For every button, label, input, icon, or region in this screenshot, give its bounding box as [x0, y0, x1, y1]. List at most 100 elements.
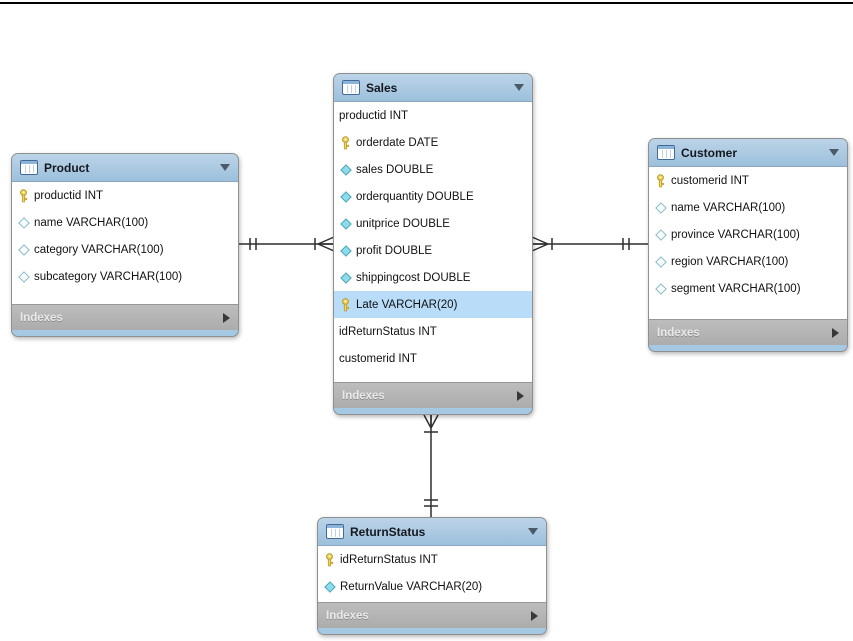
top-border-line — [0, 2, 853, 4]
field-row[interactable]: customerid INT — [334, 345, 532, 372]
key-icon — [654, 173, 667, 188]
table-icon — [657, 145, 675, 160]
field-row[interactable]: province VARCHAR(100) — [649, 221, 847, 248]
field-label: orderdate DATE — [356, 136, 439, 149]
diamond-filled-icon — [323, 580, 336, 593]
collapse-triangle-icon[interactable] — [514, 84, 524, 91]
field-label: profit DOUBLE — [356, 244, 433, 257]
field-row[interactable]: segment VARCHAR(100) — [649, 275, 847, 302]
field-label: shippingcost DOUBLE — [356, 271, 471, 284]
expand-triangle-icon[interactable] — [223, 312, 230, 323]
indexes-label: Indexes — [657, 326, 700, 339]
diamond-hollow-icon — [17, 216, 30, 229]
field-row[interactable]: orderdate DATE — [334, 129, 532, 156]
diamond-filled-icon — [339, 271, 352, 284]
table-node-customer[interactable]: Customer customerid INT name VARCHAR(100)… — [648, 138, 848, 352]
field-label: subcategory VARCHAR(100) — [34, 270, 183, 283]
field-list: customerid INT name VARCHAR(100) province … — [649, 167, 847, 319]
relationship-customer-sales[interactable] — [531, 236, 648, 252]
field-label: idReturnStatus INT — [339, 325, 437, 338]
field-row[interactable]: orderquantity DOUBLE — [334, 183, 532, 210]
field-label: region VARCHAR(100) — [671, 255, 789, 268]
field-label: segment VARCHAR(100) — [671, 282, 801, 295]
field-label: idReturnStatus INT — [340, 553, 438, 566]
field-label: sales DOUBLE — [356, 163, 434, 176]
field-row[interactable]: region VARCHAR(100) — [649, 248, 847, 275]
field-list: idReturnStatus INT ReturnValue VARCHAR(20… — [318, 546, 546, 602]
table-node-product[interactable]: Product productid INT name VARCHAR(100) ca… — [11, 153, 239, 337]
field-label: orderquantity DOUBLE — [356, 190, 474, 203]
table-node-sales[interactable]: Sales productid INT orderdate DATE sales D… — [333, 73, 533, 415]
table-title: ReturnStatus — [350, 524, 426, 539]
field-list: productid INT orderdate DATE sales DOUBLE o… — [334, 102, 532, 382]
diamond-hollow-icon — [17, 243, 30, 256]
field-label: name VARCHAR(100) — [34, 216, 149, 229]
key-icon — [339, 135, 352, 150]
field-label: Late VARCHAR(20) — [356, 298, 458, 311]
indexes-footer[interactable]: Indexes — [318, 602, 546, 628]
field-row[interactable]: shippingcost DOUBLE — [334, 264, 532, 291]
field-row[interactable]: Late VARCHAR(20) — [334, 291, 532, 318]
field-row[interactable]: ReturnValue VARCHAR(20) — [318, 573, 546, 600]
field-row[interactable]: profit DOUBLE — [334, 237, 532, 264]
field-label: name VARCHAR(100) — [671, 201, 786, 214]
field-row[interactable]: idReturnStatus INT — [318, 546, 546, 573]
collapse-triangle-icon[interactable] — [220, 164, 230, 171]
indexes-label: Indexes — [326, 609, 369, 622]
field-row[interactable]: unitprice DOUBLE — [334, 210, 532, 237]
diamond-hollow-icon — [654, 282, 667, 295]
field-label: province VARCHAR(100) — [671, 228, 800, 241]
table-title: Sales — [366, 80, 398, 95]
diamond-hollow-icon — [17, 270, 30, 283]
indexes-label: Indexes — [20, 311, 63, 324]
field-row[interactable]: name VARCHAR(100) — [649, 194, 847, 221]
table-header[interactable]: ReturnStatus — [318, 518, 546, 546]
field-label: customerid INT — [339, 352, 417, 365]
field-row[interactable]: sales DOUBLE — [334, 156, 532, 183]
field-label: productid INT — [339, 109, 409, 122]
diamond-filled-icon — [339, 190, 352, 203]
table-node-returnstatus[interactable]: ReturnStatus idReturnStatus INT ReturnVal… — [317, 517, 547, 635]
indexes-footer[interactable]: Indexes — [334, 382, 532, 408]
diamond-filled-icon — [339, 217, 352, 230]
indexes-footer[interactable]: Indexes — [649, 319, 847, 345]
indexes-label: Indexes — [342, 389, 385, 402]
field-label: productid INT — [34, 189, 104, 202]
table-header[interactable]: Product — [12, 154, 238, 182]
field-row[interactable]: subcategory VARCHAR(100) — [12, 263, 238, 290]
field-row[interactable]: productid INT — [334, 102, 532, 129]
field-row[interactable]: name VARCHAR(100) — [12, 209, 238, 236]
key-icon — [323, 552, 336, 567]
field-row[interactable]: category VARCHAR(100) — [12, 236, 238, 263]
table-icon — [326, 524, 344, 539]
table-header[interactable]: Customer — [649, 139, 847, 167]
field-row[interactable]: productid INT — [12, 182, 238, 209]
diamond-filled-icon — [339, 163, 352, 176]
field-label: category VARCHAR(100) — [34, 243, 164, 256]
key-icon — [339, 297, 352, 312]
collapse-triangle-icon[interactable] — [528, 528, 538, 535]
diamond-hollow-icon — [654, 201, 667, 214]
table-title: Customer — [681, 145, 738, 160]
expand-triangle-icon[interactable] — [531, 610, 538, 621]
table-title: Product — [44, 160, 90, 175]
relationship-product-sales[interactable] — [238, 236, 335, 252]
expand-triangle-icon[interactable] — [832, 327, 839, 338]
table-icon — [20, 160, 38, 175]
diamond-hollow-icon — [654, 255, 667, 268]
field-list: productid INT name VARCHAR(100) category V… — [12, 182, 238, 304]
diamond-hollow-icon — [654, 228, 667, 241]
field-label: unitprice DOUBLE — [356, 217, 450, 230]
field-row[interactable]: customerid INT — [649, 167, 847, 194]
expand-triangle-icon[interactable] — [517, 390, 524, 401]
field-label: customerid INT — [671, 174, 749, 187]
relationship-returnstatus-sales[interactable] — [423, 414, 439, 518]
table-header[interactable]: Sales — [334, 74, 532, 102]
field-label: ReturnValue VARCHAR(20) — [340, 580, 483, 593]
diamond-filled-icon — [339, 244, 352, 257]
indexes-footer[interactable]: Indexes — [12, 304, 238, 330]
collapse-triangle-icon[interactable] — [829, 149, 839, 156]
field-row[interactable]: idReturnStatus INT — [334, 318, 532, 345]
